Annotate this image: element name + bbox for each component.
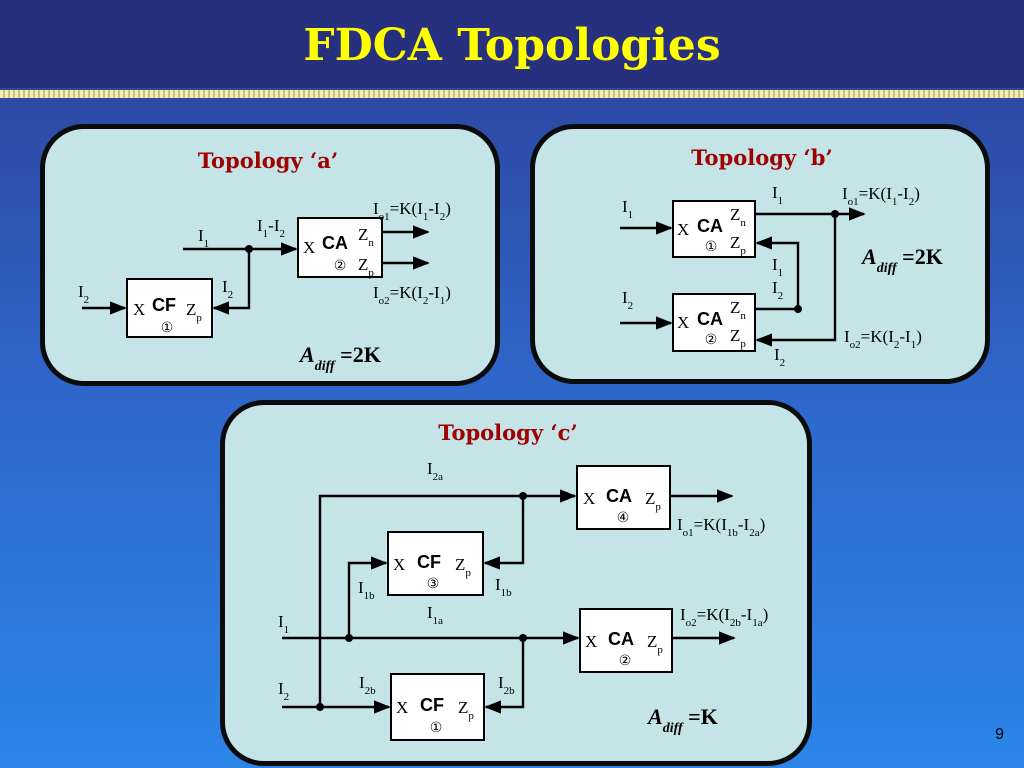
ca-block-2 (579, 608, 673, 673)
io2-feedback-wire (755, 214, 837, 347)
ca-block-1 (672, 200, 756, 258)
zn-label: Zn (730, 205, 746, 229)
i1b-label: I1b (358, 578, 375, 602)
i1-zn-label: I1 (772, 183, 783, 207)
io1-equation: Io1=K(I1-I2) (373, 199, 451, 223)
cf-label: CF (417, 552, 441, 572)
ca-label: CA (697, 216, 723, 236)
x-port-label: X (677, 220, 689, 239)
page-number: 9 (995, 726, 1004, 743)
topology-a-panel (40, 124, 500, 386)
i2-label: I2 (78, 282, 89, 306)
io2-equation: Io2=K(I2-I1) (844, 327, 922, 351)
x-port-label: X (393, 555, 405, 574)
cf-block-1 (390, 673, 485, 741)
i2-label: I2 (622, 288, 633, 312)
junction-dot (519, 492, 527, 500)
i2b-feedback-label: I2b (498, 673, 515, 697)
i2-feedback-wire (212, 249, 251, 315)
zp-label: Zp (455, 555, 471, 579)
i1-label: I1 (198, 226, 209, 250)
title-divider (0, 90, 1024, 98)
x-port-label: X (396, 698, 408, 717)
x-port-label: X (585, 632, 597, 651)
ca-block-4 (576, 465, 671, 530)
cf-label: CF (152, 295, 176, 315)
junction-dot (794, 305, 802, 313)
zp-label: Zp (358, 255, 374, 279)
zp-label: Zp (645, 489, 661, 513)
slide-title: FDCA Topologies (303, 20, 721, 71)
block-number: ③ (427, 576, 440, 592)
i2-zn-label: I2 (772, 278, 783, 302)
topology-b-title: Topology ‘b’ (691, 145, 832, 170)
zp-label: Zp (730, 326, 746, 350)
i2a-wire (318, 489, 577, 707)
ca-label: CA (322, 233, 348, 253)
ca-label: CA (608, 629, 634, 649)
block-number: ② (619, 653, 632, 669)
i2-label: I2 (278, 679, 289, 703)
i1-label: I1 (278, 612, 289, 636)
i2b-label: I2b (359, 673, 376, 697)
topology-a-diagram: Topology ‘a’ X CF Zp ① X CA Zn Zp ② I1 I… (78, 148, 451, 374)
i1-zp-label: I1 (772, 255, 783, 279)
i2-zp-label: I2 (774, 345, 785, 369)
block-number: ① (705, 239, 718, 255)
ca-block-2 (297, 217, 383, 278)
block-number: ① (161, 320, 174, 336)
block-number: ② (334, 258, 347, 274)
topology-c-diagram: Topology ‘c’ X CA Zp ④ X CF Zp ③ X CA Zp… (278, 420, 768, 741)
zn-label: Zn (730, 298, 746, 322)
block-number: ① (430, 720, 443, 736)
ca-label: CA (606, 486, 632, 506)
junction-dot (316, 703, 324, 711)
i1b-feedback-label: I1b (495, 575, 512, 599)
topology-c-title: Topology ‘c’ (438, 420, 578, 445)
cf-block-1 (126, 278, 213, 338)
ca-block-2 (672, 293, 756, 352)
i1a-label: I1a (427, 603, 443, 627)
cross-wire (755, 236, 800, 311)
block-number: ④ (617, 510, 630, 526)
junction-dot (245, 245, 253, 253)
adiff-label: Adiff =2K (298, 342, 381, 374)
x-port-label: X (303, 238, 315, 257)
zp-label: Zp (647, 632, 663, 656)
i2a-label: I2a (427, 459, 443, 483)
zp-label: Zp (186, 300, 202, 324)
cf-label: CF (420, 695, 444, 715)
title-bar (0, 0, 1024, 88)
i1-to-cf3-wire (347, 556, 388, 638)
block-number: ② (705, 332, 718, 348)
topology-a-title: Topology ‘a’ (198, 148, 338, 173)
zn-label: Zn (358, 225, 374, 249)
i1-label: I1 (622, 197, 633, 221)
topology-b-diagram: Topology ‘b’ X CA Zn Zp ① X CA Zn Zp ② I… (620, 145, 943, 369)
i1-minus-i2-label: I1-I2 (257, 216, 285, 240)
zp-label: Zp (730, 233, 746, 257)
io1-equation: Io1=K(I1-I2) (842, 184, 920, 208)
x-port-label: X (583, 489, 595, 508)
i1b-feedback-wire (483, 496, 525, 570)
adiff-label: Adiff =2K (860, 244, 943, 276)
junction-dot (519, 634, 527, 642)
junction-dot (831, 210, 839, 218)
io2-equation: Io2=K(I2-I1) (373, 283, 451, 307)
i2b-feedback-wire (484, 638, 525, 714)
x-port-label: X (677, 313, 689, 332)
junction-dot (345, 634, 353, 642)
adiff-label: Adiff =K (646, 704, 718, 736)
ca-label: CA (697, 309, 723, 329)
zp-label: Zp (458, 698, 474, 722)
x-port-label: X (133, 300, 145, 319)
io1-equation: Io1=K(I1b-I2a) (677, 515, 765, 539)
i2-feedback-label: I2 (222, 277, 233, 301)
io2-equation: Io2=K(I2b-I1a) (680, 605, 768, 629)
cf-block-3 (387, 531, 484, 596)
